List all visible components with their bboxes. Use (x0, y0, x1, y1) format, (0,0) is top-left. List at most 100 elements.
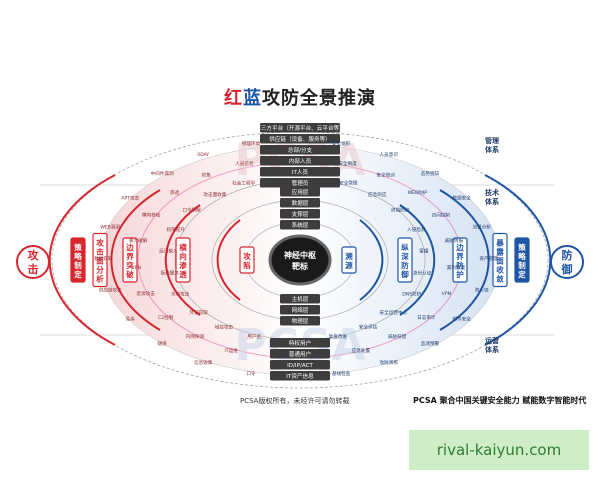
defense-item: 蜜罐 (419, 248, 429, 255)
user-layer-label: 普通用户 (289, 350, 311, 358)
attack-item: 横向移动 (142, 212, 161, 219)
defense-item: 访问控制 (432, 212, 451, 219)
defense-item: 入侵检测 (407, 226, 426, 233)
attack-stage-label: 攻陷 (243, 251, 251, 270)
top-layer-label: 内部人员 (289, 157, 312, 165)
attack-line1: 攻 (28, 248, 40, 262)
user-layer-box (270, 338, 330, 348)
top-layer-label: 第三方平台（开源平台、云平台等） (255, 124, 345, 132)
system-title: 技术体系 (485, 188, 499, 206)
attack-item: 近源攻击 (136, 290, 155, 297)
core-layer-label: 应用层 (292, 188, 309, 196)
defense-stage-label: 暴露面收敛 (495, 238, 504, 284)
base-layer-label: 网络层 (292, 306, 309, 314)
top-layer-box (260, 156, 340, 166)
slogan: PCSA 聚合中国关键安全能力 赋能数字智能时代 (413, 396, 587, 405)
system-title: 运营体系 (485, 336, 499, 354)
defense-item: 威胁情报 (445, 237, 464, 244)
attack-item: 人员信息 (235, 160, 254, 167)
defense-items: 安全组织安全制度安全管理人员意识安全培训应急响应态势感知WEB防护终端防护数据安… (329, 140, 499, 377)
attack-item: IT运维 (224, 347, 238, 354)
user-layer-label: IT资产信息 (286, 372, 314, 380)
defense-item: 终端防护 (391, 207, 410, 214)
defense-item: 安全组织 (332, 140, 351, 147)
defense-item: 攻防演练 (380, 359, 399, 366)
defense-item: 流量分析 (473, 224, 492, 231)
defense-item: 数据安全 (453, 194, 472, 201)
attack-item: 凭证窃取 (189, 309, 208, 316)
attack-item: 域控攻击 (215, 324, 234, 331)
attack-item: 内网探测 (186, 333, 205, 340)
defense-line2: 御 (561, 262, 573, 276)
defense-item: 漏洞管理 (447, 264, 466, 271)
title-red: 红 (224, 88, 243, 109)
defense-item: 监测预警 (421, 340, 440, 347)
attack-item: 水坑攻击 (171, 291, 190, 298)
attack-badge: 攻 击 (16, 245, 50, 279)
center-line2: 靶标 (292, 261, 308, 271)
top-layer-box (260, 145, 340, 155)
attack-item: 后门植入 (159, 248, 178, 255)
center-core (268, 234, 332, 286)
defense-line1: 防 (562, 248, 573, 262)
defense-stage-box (341, 246, 357, 274)
attack-line2: 击 (28, 262, 39, 276)
defense-item: 复盘改进 (329, 333, 348, 340)
attack-stage-box (122, 237, 138, 283)
site-watermark: rival-kaiyun.com (409, 430, 589, 470)
attack-item: C2控制 (158, 314, 174, 321)
defense-stage-label: 溯源 (345, 251, 353, 270)
center-line1: 神经中枢 (284, 250, 316, 260)
title-rest: 攻防全景推演 (262, 88, 376, 109)
attack-stage-label: 策略制定 (74, 242, 82, 279)
attack-item: 物理环境 (242, 140, 261, 147)
base-layer-box (280, 305, 320, 315)
defense-item: 人员意识 (380, 151, 399, 158)
defense-item: 邮件安全 (453, 316, 472, 323)
system-title: 管理体系 (485, 136, 499, 154)
attack-item: 0DAY (197, 152, 209, 158)
attack-stage-box (70, 237, 86, 283)
attack-item: 攻击面收集 (203, 191, 226, 198)
attack-item: WEB漏洞 (100, 224, 120, 231)
attack-item: VPN (132, 265, 141, 271)
defense-item: 身份认证 (413, 270, 432, 277)
defense-item: 应急响应 (368, 191, 387, 198)
defense-item: VPN (442, 291, 451, 297)
top-layer-label: 供应链（设备、服务等） (269, 135, 331, 143)
attack-item: 隧道 (157, 340, 167, 347)
attack-item: 用户名 (247, 333, 261, 340)
attack-stage-label: 攻击面分析 (96, 238, 104, 284)
top-layer-box (260, 134, 340, 144)
top-layer-box (260, 178, 340, 188)
defense-stage-box (492, 232, 508, 288)
defense-item: 安全培训 (377, 172, 396, 179)
defense-item: 日志审计 (417, 314, 436, 321)
defense-item: 安全运营中心 (380, 309, 408, 316)
defense-item: WEB防护 (408, 189, 428, 196)
defense-item: 应急处置 (352, 347, 371, 354)
attack-item: 拒绝服务 (161, 270, 180, 277)
attack-item: 权限提升 (167, 226, 186, 233)
defense-stage-box (452, 237, 468, 283)
defense-stage-label: 策略制定 (518, 242, 526, 279)
defense-stage-box (514, 237, 530, 283)
defense-item: 防火墙 (475, 286, 489, 293)
attack-item: 供应链攻击 (99, 286, 122, 293)
defense-item: 安全管理 (339, 180, 358, 187)
top-layer-label: 管理员 (292, 179, 309, 187)
user-layer-box (270, 371, 330, 381)
core-layer-label: 支撑层 (292, 210, 309, 218)
title-blue: 蓝 (243, 88, 262, 109)
base-layer-label: 主机层 (292, 295, 309, 303)
core-layer-box (280, 220, 320, 230)
defense-item: 安全制度 (338, 160, 357, 167)
diagram-title: 红蓝攻防全景推演 (0, 84, 600, 110)
attack-item: 渗透 (170, 189, 180, 196)
base-layer-box (280, 294, 320, 304)
user-layer-label: ID/IP/ACT (287, 363, 313, 369)
